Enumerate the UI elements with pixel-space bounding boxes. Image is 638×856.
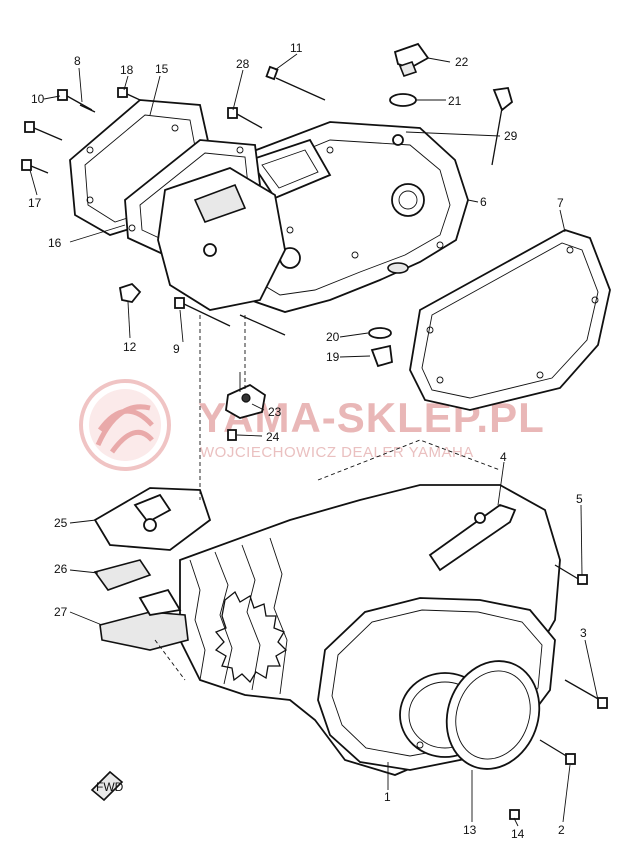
- fwd-label: FWD: [96, 780, 124, 794]
- callout-9: 9: [173, 342, 180, 356]
- sprocket-part: [214, 590, 288, 684]
- callout-18: 18: [120, 63, 134, 77]
- callout-7: 7: [557, 196, 564, 210]
- callout-25: 25: [54, 516, 68, 530]
- rubber-mount-parts: [93, 487, 212, 651]
- callout-17: 17: [28, 196, 42, 210]
- callout-23: 23: [268, 405, 282, 419]
- callout-28: 28: [236, 57, 250, 71]
- callout-1: 1: [384, 790, 391, 804]
- callout-12: 12: [123, 340, 137, 354]
- cover-plate-part: [445, 660, 541, 770]
- callout-27: 27: [54, 605, 68, 619]
- callout-22: 22: [455, 55, 469, 69]
- side-gasket-part: [409, 229, 611, 411]
- gear-housing-part: [157, 167, 286, 311]
- callout-3: 3: [580, 626, 587, 640]
- bracket-part: [428, 504, 517, 572]
- callout-2: 2: [558, 823, 565, 837]
- sensor-parts: [225, 383, 266, 441]
- callout-8: 8: [74, 54, 81, 68]
- callout-29: 29: [504, 129, 518, 143]
- oil-filler-parts: [389, 42, 514, 166]
- callout-24: 24: [266, 430, 280, 444]
- callout-labels: 1 2 3 4 5 6 7 8 9 10 11 12 13 14 15 16 1…: [28, 41, 587, 841]
- callout-20: 20: [326, 330, 340, 344]
- forward-direction-icon: FWD: [90, 770, 124, 802]
- callout-11: 11: [290, 41, 303, 55]
- callout-16: 16: [48, 236, 62, 250]
- callout-21: 21: [448, 94, 462, 108]
- watermark-subtitle: WOJCIECHOWICZ DEALER YAMAHA: [200, 444, 474, 461]
- callout-19: 19: [326, 350, 340, 364]
- lower-bolts: [509, 564, 608, 820]
- leader-lines: [29, 53, 599, 827]
- callout-4: 4: [500, 450, 507, 464]
- callout-15: 15: [155, 62, 169, 76]
- drain-plug-parts: [368, 327, 393, 368]
- callout-10: 10: [31, 92, 45, 106]
- callout-26: 26: [54, 562, 68, 576]
- callout-6: 6: [480, 195, 487, 209]
- yama-sklep-logo-icon: [79, 379, 171, 471]
- callout-14: 14: [511, 827, 525, 841]
- callout-5: 5: [576, 492, 583, 506]
- cover-bolts: [21, 65, 326, 336]
- callout-13: 13: [463, 823, 477, 837]
